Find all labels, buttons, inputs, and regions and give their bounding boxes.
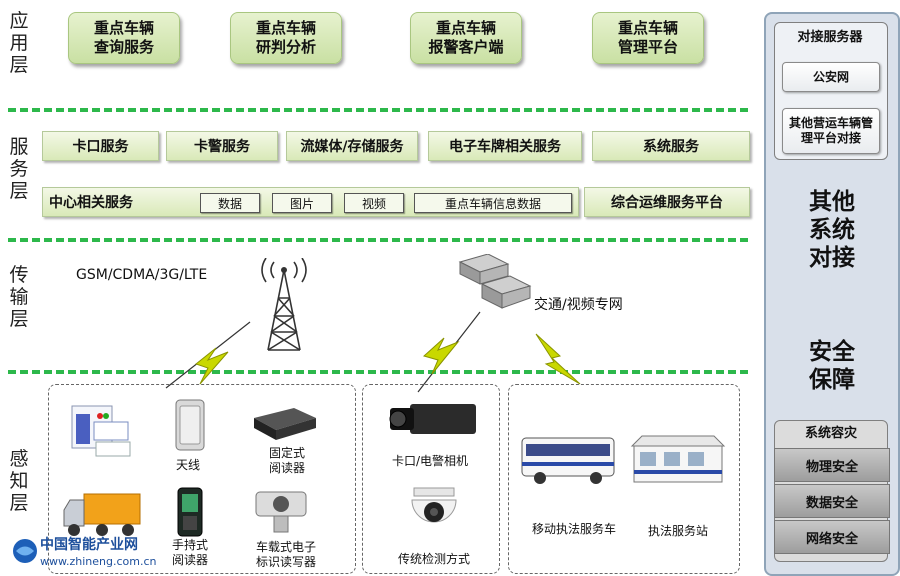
service-police-checkpoint[interactable]: 卡警服务 — [166, 131, 278, 161]
caption-service-station: 执法服务站 — [647, 524, 708, 538]
service-checkpoint[interactable]: 卡口服务 — [42, 131, 159, 161]
electronic-plate-card-icon — [71, 405, 131, 457]
caption-checkpoint-camera: 卡口/电警相机 — [391, 454, 469, 468]
caption-antenna: 天线 — [175, 458, 200, 472]
layer-label-application: 应 用 层 — [9, 10, 29, 76]
service-center-label: 中心相关服务 — [49, 195, 133, 211]
service-streaming-storage[interactable]: 流媒体/存储服务 — [286, 131, 418, 161]
caption-traditional-detection: 传统检测方式 — [397, 552, 470, 566]
checkpoint-camera-icon — [389, 404, 476, 434]
dome-camera-icon — [411, 487, 457, 523]
layer-label-transport: 传 输 层 — [9, 264, 29, 330]
app-management-platform[interactable]: 重点车辆 管理平台 — [592, 12, 704, 64]
service-system[interactable]: 系统服务 — [592, 131, 750, 161]
network-link-lightning-icon — [417, 311, 481, 393]
security-guarantee-label: 安全 保障 — [809, 339, 855, 393]
watermark-url: www.zhineng.com.cn — [40, 555, 157, 568]
chip-data[interactable]: 数据 — [200, 193, 260, 213]
perception-group-mobile — [508, 384, 740, 574]
security-network[interactable]: 网络安全 — [774, 520, 890, 554]
docking-server-title: 对接服务器 — [797, 30, 863, 45]
chip-image[interactable]: 图片 — [272, 193, 332, 213]
divider-service-transport — [8, 238, 748, 242]
truck-icon — [63, 493, 141, 536]
service-station-icon — [630, 435, 726, 483]
watermark-brand: 中国智能产业网 — [40, 537, 138, 553]
chip-video[interactable]: 视频 — [344, 193, 404, 213]
layer-label-perception: 感 知 层 — [9, 448, 29, 514]
caption-mobile-service-van: 移动执法服务车 — [531, 522, 616, 536]
caption-handheld-reader: 手持式 阅读器 — [171, 538, 208, 567]
service-ops-platform[interactable]: 综合运维服务平台 — [584, 187, 750, 217]
system-disaster-title: 系统容灾 — [804, 426, 857, 441]
divider-app-service — [8, 108, 748, 112]
perception-group-rfid — [48, 384, 356, 574]
antenna-device-icon — [175, 399, 205, 451]
docking-public-security-net[interactable]: 公安网 — [782, 62, 880, 92]
brand-logo-icon — [13, 539, 37, 563]
caption-fixed-reader: 固定式 阅读器 — [268, 446, 305, 475]
docking-other-operating-vehicles[interactable]: 其他营运车辆管 理平台对接 — [782, 108, 880, 154]
cell-tower-icon — [261, 258, 307, 351]
service-electronic-plate[interactable]: 电子车牌相关服务 — [428, 131, 582, 161]
app-vehicle-analysis[interactable]: 重点车辆 研判分析 — [230, 12, 342, 64]
caption-vehicle-reader: 车载式电子 标识读写器 — [255, 540, 316, 569]
network-server-icon — [458, 254, 532, 309]
security-data[interactable]: 数据安全 — [774, 484, 890, 518]
wireless-link-lightning-icon — [165, 321, 251, 389]
wireless-label: GSM/CDMA/3G/LTE — [76, 267, 208, 283]
divider-transport-perception — [8, 370, 748, 374]
vehicle-reader-camera-icon — [255, 491, 307, 533]
perception-group-camera — [362, 384, 500, 574]
mobile-service-van-icon — [521, 437, 615, 484]
mobile-link-lightning-icon — [535, 333, 581, 385]
layer-label-service: 服 务 层 — [9, 136, 29, 202]
app-vehicle-query[interactable]: 重点车辆 查询服务 — [68, 12, 180, 64]
network-label: 交通/视频专网 — [534, 297, 623, 313]
security-physical[interactable]: 物理安全 — [774, 448, 890, 482]
chip-vehicle-info[interactable]: 重点车辆信息数据 — [414, 193, 572, 213]
handheld-reader-icon — [177, 487, 203, 537]
app-alarm-client[interactable]: 重点车辆 报警客户端 — [410, 12, 522, 64]
fixed-reader-icon — [254, 408, 316, 440]
other-systems-label: 其他 系统 对接 — [809, 189, 855, 271]
